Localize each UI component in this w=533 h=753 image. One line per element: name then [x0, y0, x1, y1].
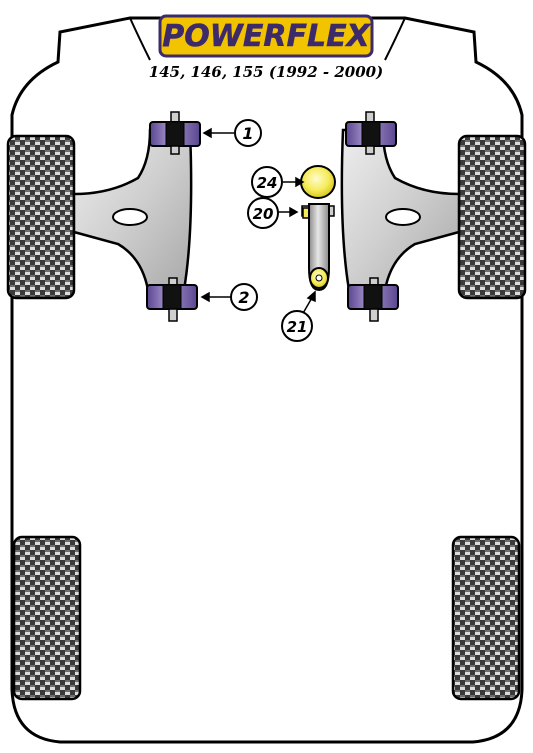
callout-label: 1: [242, 124, 253, 143]
bushing-2-left: [146, 277, 198, 322]
front-right-tyre: [457, 134, 527, 300]
callout-2: 2: [230, 283, 258, 311]
callout-arrows: [200, 127, 316, 316]
bushing-21-hole: [315, 274, 323, 282]
bushing-1-right: [345, 111, 397, 155]
powerflex-logo-badge: [158, 14, 374, 58]
left-wishbone-arm: [72, 128, 193, 292]
front-left-tyre: [6, 134, 76, 300]
bonnet-line: [129, 17, 151, 61]
right-wishbone-arm: [340, 128, 461, 292]
callout-label: 21: [287, 318, 308, 336]
bushing-2-right: [347, 277, 399, 322]
bushing-24: [300, 165, 336, 199]
brand-name: POWERFLEX: [162, 19, 371, 54]
rear-left-tyre: [12, 535, 82, 701]
callout-label: 20: [253, 205, 274, 223]
callout-1: 1: [234, 119, 262, 147]
rear-right-tyre: [451, 535, 521, 701]
car-body-outline: [10, 16, 524, 744]
bonnet-line-right: [384, 17, 406, 61]
callout-20: 20: [247, 197, 279, 229]
callout-label: 24: [257, 174, 278, 192]
torque-link-assembly: [300, 165, 336, 292]
arm-hole: [385, 208, 421, 226]
vehicle-models: 145, 146, 155 (1992 - 2000): [149, 63, 383, 81]
powerflex-logo: POWERFLEX 145, 146, 155 (1992 - 2000): [149, 14, 383, 81]
bushing-1-left: [149, 111, 201, 155]
callout-21: 21: [281, 310, 313, 342]
arm-hole: [112, 208, 148, 226]
callout-label: 2: [238, 288, 249, 307]
callout-24: 24: [251, 166, 283, 198]
